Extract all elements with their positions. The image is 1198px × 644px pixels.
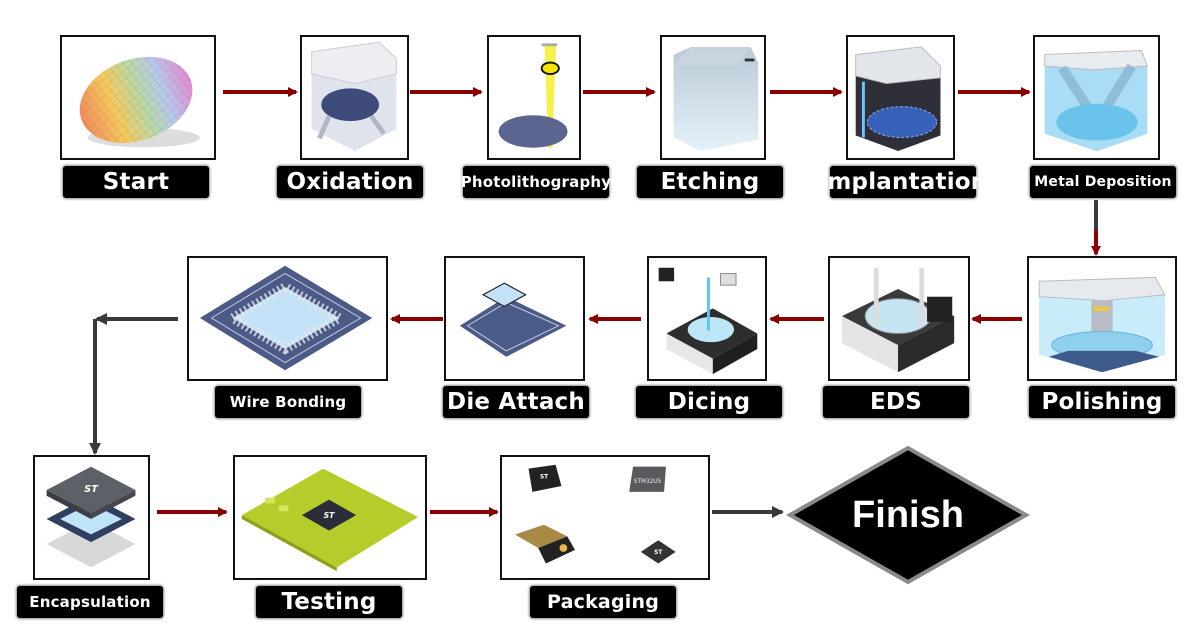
wire-bonded-die-icon [199,265,373,371]
step-packaging-image: ST STM32U5 ST [500,455,710,580]
step-photolithography-image [487,35,581,160]
packaged-chips-icon: ST STM32U5 ST [514,464,676,564]
step-oxidation-label: Oxidation [277,166,423,198]
oxidation-chamber-icon [311,41,397,151]
chip-2-label: STM32U5 [634,479,662,485]
step-start-image [60,35,216,160]
finish-label: Finish [852,493,964,536]
step-implantation-image [846,35,955,160]
step-testing-label: Testing [256,586,402,618]
step-dicing-label: Dicing [636,386,782,418]
step-implantation-label: Implantation [819,166,987,198]
wafer-test-station-icon [841,267,955,373]
step-encapsulation-label: Encapsulation [17,586,163,618]
finish-diamond [786,445,1030,585]
step-polishing-image [1027,256,1177,381]
die-on-substrate-icon [459,282,567,357]
step-metal-deposition-image [1033,35,1160,160]
step-encapsulation-image: ST [33,455,150,580]
step-metal-deposition-label: Metal Deposition [1030,166,1176,198]
deposition-chamber-icon [1044,50,1149,152]
step-photolithography-label: Photolithography [461,166,611,198]
step-packaging-label: Packaging [530,586,676,618]
svg-text:ST: ST [84,484,99,495]
chip-on-pcb-icon: ST [241,468,419,572]
etching-chamber-icon [673,46,759,151]
exploded-package-icon: ST [46,466,136,568]
step-eds-label: EDS [823,386,969,418]
step-etching-label: Etching [637,166,783,198]
step-dicing-image [647,256,767,381]
step-die-attach-image [444,256,585,381]
chip-1-logo: ST [540,474,548,480]
rainbow-wafer-icon [79,56,200,148]
svg-text:ST: ST [324,511,336,520]
dicing-machine-icon [658,267,758,375]
step-wire-bonding-label: Wire Bonding [215,386,361,418]
step-testing-image: ST [233,455,427,580]
step-etching-image [660,35,766,160]
ion-implant-chamber-icon [855,46,941,151]
cmp-polisher-icon [1038,276,1166,373]
step-wire-bonding-image [187,256,388,381]
chip-4-logo: ST [654,550,662,556]
step-start-label: Start [63,166,209,198]
step-oxidation-image [300,35,409,160]
step-polishing-label: Polishing [1029,386,1175,418]
step-eds-image [828,256,970,381]
step-die-attach-label: Die Attach [443,386,589,418]
light-beam-icon [498,43,568,148]
